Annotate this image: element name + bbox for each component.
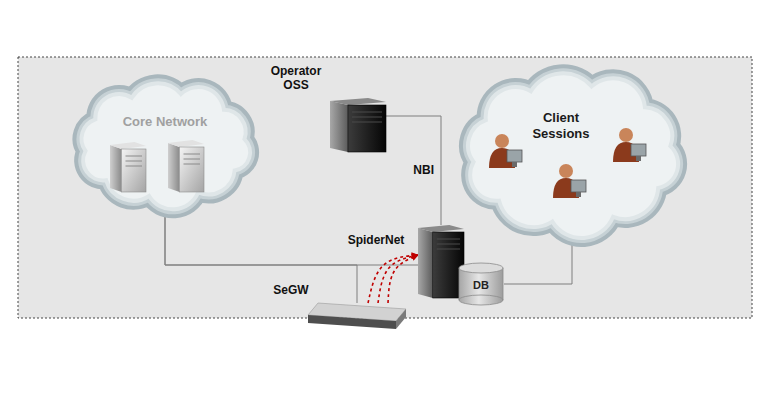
server-side xyxy=(330,101,348,152)
region-label: Core Network xyxy=(62,114,268,130)
connector-path xyxy=(165,208,418,265)
link-line xyxy=(165,208,357,303)
database-cylinder: DB xyxy=(458,262,504,306)
cloud-body xyxy=(468,73,678,238)
db-edge xyxy=(459,268,460,300)
signal-arrow xyxy=(368,255,418,303)
server-side xyxy=(168,143,180,192)
cloud-body xyxy=(82,83,251,209)
monitor-stand xyxy=(512,162,517,167)
dashed-frame xyxy=(18,57,752,318)
device-side xyxy=(396,309,406,329)
person-head xyxy=(619,128,633,142)
server-icon: Operator OSS xyxy=(330,98,386,152)
server-icon-art xyxy=(418,225,464,298)
edge-label: NBI xyxy=(411,163,436,177)
server-slot xyxy=(437,249,460,250)
link-line xyxy=(386,116,441,225)
server-top xyxy=(168,140,204,147)
node-label: DB xyxy=(458,279,504,292)
connector-path xyxy=(388,255,418,303)
link-line xyxy=(165,208,418,265)
server-slot xyxy=(352,117,382,118)
server-slot xyxy=(184,154,200,155)
connector-path xyxy=(368,255,418,303)
monitor xyxy=(631,144,646,156)
server-slot xyxy=(184,159,200,160)
monitor-stand xyxy=(636,156,641,161)
server-icon: SpiderNet xyxy=(418,225,464,298)
server-slot xyxy=(437,239,460,240)
gateway-device: SeGW xyxy=(308,303,406,331)
monitor xyxy=(507,150,522,162)
server-slot xyxy=(126,156,142,157)
server-side xyxy=(110,145,122,192)
cloud-region-art xyxy=(62,70,268,220)
monitor-stand xyxy=(576,192,581,197)
connector-path xyxy=(378,255,418,303)
monitor xyxy=(571,180,586,192)
server-slot xyxy=(126,166,142,167)
cloud-mid-glow xyxy=(468,73,678,238)
db-top xyxy=(459,263,503,273)
db-bottom xyxy=(459,295,503,305)
server-slot xyxy=(352,122,382,123)
server-slot xyxy=(184,164,200,165)
node-label: Operator OSS xyxy=(260,64,332,93)
server-front xyxy=(180,147,204,192)
server-top xyxy=(110,142,146,149)
person-head xyxy=(559,164,573,178)
server-slot xyxy=(437,244,460,245)
server-front xyxy=(348,105,386,152)
cloud-mid-glow xyxy=(82,83,251,209)
server-slot xyxy=(352,112,382,113)
cloud-region-art xyxy=(450,62,694,246)
region-label: Client Sessions xyxy=(522,110,600,141)
cloud-outer-glow xyxy=(82,83,251,209)
server-icon-art xyxy=(330,98,386,152)
cloud-outer-glow xyxy=(468,73,678,238)
connector-path xyxy=(386,116,441,225)
connector-path xyxy=(165,208,357,303)
gateway-device-art xyxy=(308,303,406,331)
server-side xyxy=(418,228,433,298)
device-front xyxy=(308,315,396,329)
person-head xyxy=(495,134,509,148)
server-top xyxy=(418,225,464,232)
server-front xyxy=(122,149,146,192)
server-top xyxy=(330,98,386,105)
cloud-region: Core Network xyxy=(62,70,268,220)
db-edge xyxy=(503,268,504,300)
cloud-region: Client Sessions xyxy=(450,62,694,246)
node-label: SpiderNet xyxy=(338,233,414,247)
server-slot xyxy=(126,161,142,162)
node-label: SeGW xyxy=(268,283,314,297)
